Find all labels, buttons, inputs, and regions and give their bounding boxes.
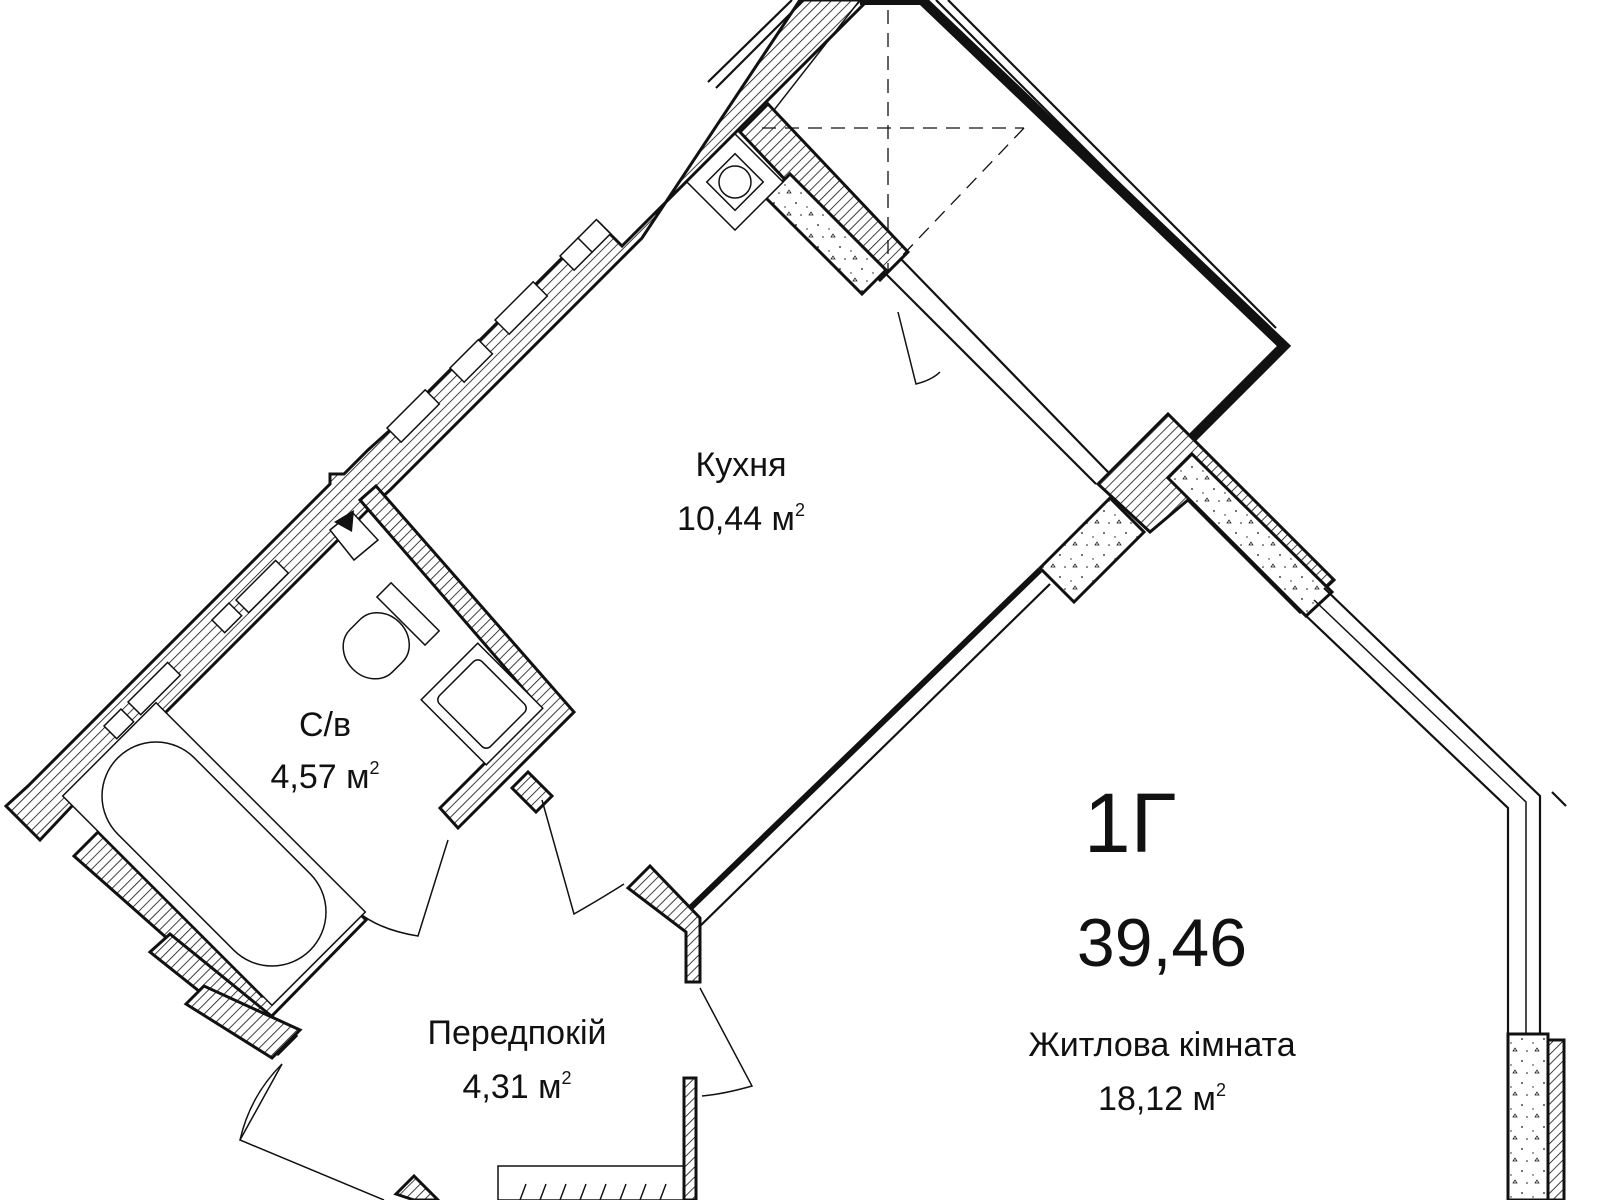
sink (420, 642, 544, 766)
window-frames-nw (102, 218, 612, 740)
entry-door-swing (238, 1063, 385, 1200)
bathtub (61, 701, 367, 1007)
exterior-walls (3, 0, 1567, 1200)
doors (238, 799, 754, 1200)
toilet (342, 581, 441, 680)
kitchen-area: 10,44 м2 (677, 500, 805, 538)
bathroom-area: 4,57 м2 (270, 758, 379, 796)
kitchen-door-swing (541, 799, 625, 916)
living-name: Житлова кімната (1028, 1026, 1295, 1064)
hallway-area: 4,31 м2 (462, 1068, 571, 1106)
east-wall-bottom (1546, 1038, 1566, 1200)
kitchen-balcony-window (883, 271, 1097, 485)
east-column (1165, 451, 1335, 619)
bathroom-wall-sw2 (183, 984, 303, 1060)
living-column (1037, 495, 1147, 605)
kitchen-living-partition (677, 567, 1043, 921)
living-area: 18,12 м2 (1098, 1080, 1226, 1118)
room-labels: Кухня 10,44 м2 С/в 4,57 м2 Передпокій 4,… (270, 446, 1295, 1118)
vent-shaft (685, 132, 785, 232)
living-door-swing (699, 987, 754, 1097)
hallway-name: Передпокій (428, 1014, 607, 1052)
apartment-type: 1Г (1084, 776, 1176, 870)
balcony-dashed-lines (762, 10, 1025, 270)
hallway-wall-bottom (682, 1076, 698, 1200)
hallway-wall (625, 863, 702, 984)
living-window (1301, 611, 1510, 1034)
balcony-door-swing (897, 311, 941, 385)
bathroom-name: С/в (299, 706, 351, 744)
bathroom-fixtures (61, 581, 544, 1007)
bathroom-door-swing (357, 839, 449, 937)
apartment-total-area: 39,46 (1077, 905, 1247, 981)
balcony-outer-wall (860, 0, 1292, 456)
kitchen-name: Кухня (696, 446, 787, 484)
east-column-bottom (1506, 1032, 1550, 1200)
